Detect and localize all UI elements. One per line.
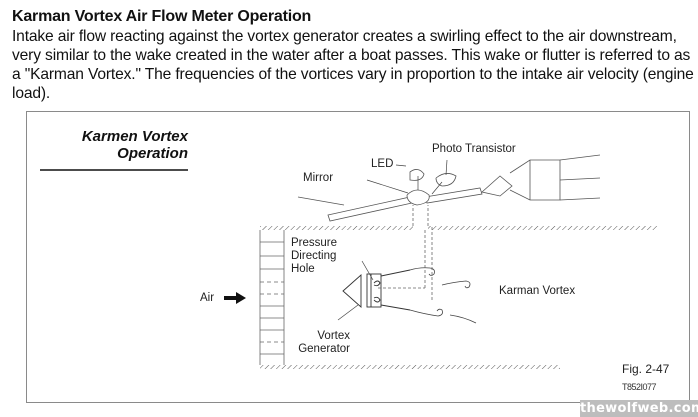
pressure-passage: [378, 205, 433, 300]
label-mirror: Mirror: [303, 172, 334, 184]
label-air: Air: [200, 292, 215, 304]
figure-title: Karmen Vortex Operation: [60, 128, 188, 162]
figure-title-line1: Karmen Vortex: [81, 128, 188, 145]
label-led: LED: [371, 158, 394, 170]
mirror-assembly: [297, 154, 601, 222]
duct-bottom-wall: [260, 365, 560, 369]
leader-lines: [337, 159, 448, 321]
label-pressure-line1: Pressure: [291, 237, 338, 249]
label-pressure-directing-hole: Pressure Directing Hole: [291, 237, 337, 276]
flow-straightener: [259, 230, 285, 365]
watermark: thewolfweb.com: [580, 400, 698, 417]
duct-top-wall-left: [260, 226, 413, 230]
figure-title-line2: Operation: [117, 145, 188, 162]
document-heading: Karman Vortex Air Flow Meter Operation: [12, 8, 312, 25]
label-pressure-line3: Hole: [291, 263, 315, 275]
label-vortex-line2: Generator: [298, 343, 350, 355]
label-pressure-line2: Directing: [291, 250, 337, 262]
duct-top-wall-right: [428, 226, 658, 230]
document-paragraph: Intake air flow reacting against the vor…: [12, 28, 694, 102]
label-vortex-generator: Vortex Generator: [290, 330, 350, 356]
air-arrow-icon: [224, 292, 246, 304]
label-karman-vortex: Karman Vortex: [499, 285, 576, 297]
label-vortex-line1: Vortex: [317, 330, 350, 342]
label-photo-transistor: Photo Transistor: [432, 143, 516, 155]
figure-code: T852I077: [622, 382, 657, 392]
vortex-generator: [342, 269, 411, 311]
karman-vortex-trails: [409, 267, 477, 324]
figure-frame: [26, 111, 690, 403]
figure-number: Fig. 2-47: [622, 362, 670, 376]
